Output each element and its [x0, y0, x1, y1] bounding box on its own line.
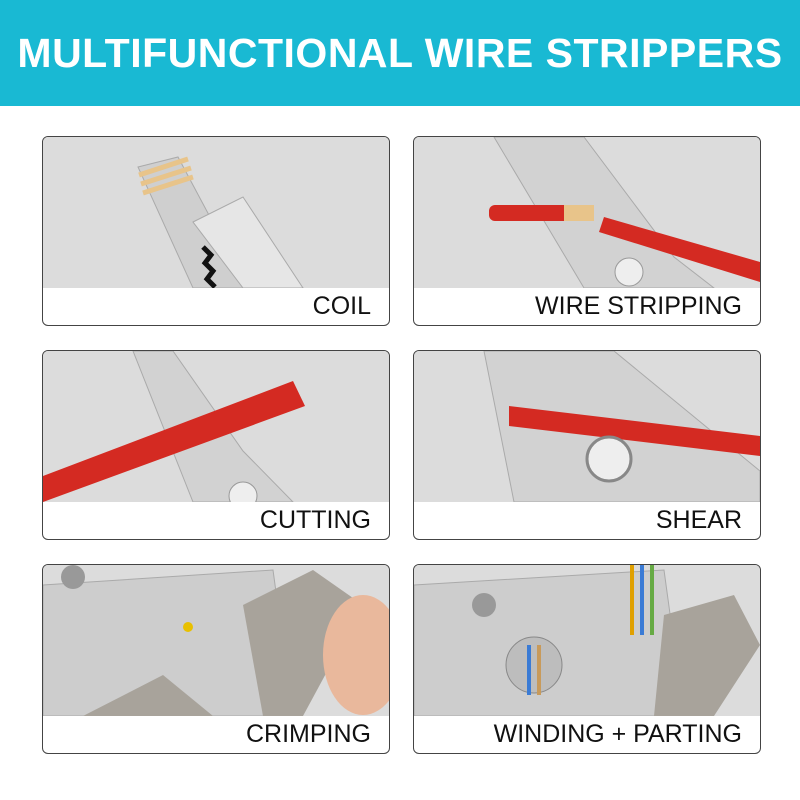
panel-crimping: CRIMPING	[42, 564, 390, 754]
panel-label: COIL	[312, 292, 371, 320]
banner-header: MULTIFUNCTIONAL WIRE STRIPPERS	[0, 0, 800, 106]
winding-parting-photo	[414, 565, 760, 716]
panel-shear: SHEAR	[413, 350, 761, 540]
cutting-photo	[43, 351, 389, 502]
panel-label: SHEAR	[655, 506, 742, 534]
panel-label: WINDING + PARTING	[493, 720, 742, 748]
panel-label: CUTTING	[259, 506, 371, 534]
coil-photo	[43, 137, 389, 288]
panel-label: WIRE STRIPPING	[535, 292, 742, 320]
panel-coil: COIL	[42, 136, 390, 326]
shear-photo	[414, 351, 760, 502]
banner-title: MULTIFUNCTIONAL WIRE STRIPPERS	[17, 29, 783, 76]
wire-stripping-photo	[414, 137, 760, 288]
panel-winding-parting: WINDING + PARTING	[413, 564, 761, 754]
panel-wire-stripping: WIRE STRIPPING	[413, 136, 761, 326]
panel-label: CRIMPING	[246, 720, 371, 748]
crimping-photo	[43, 565, 389, 716]
panel-cutting: CUTTING	[42, 350, 390, 540]
